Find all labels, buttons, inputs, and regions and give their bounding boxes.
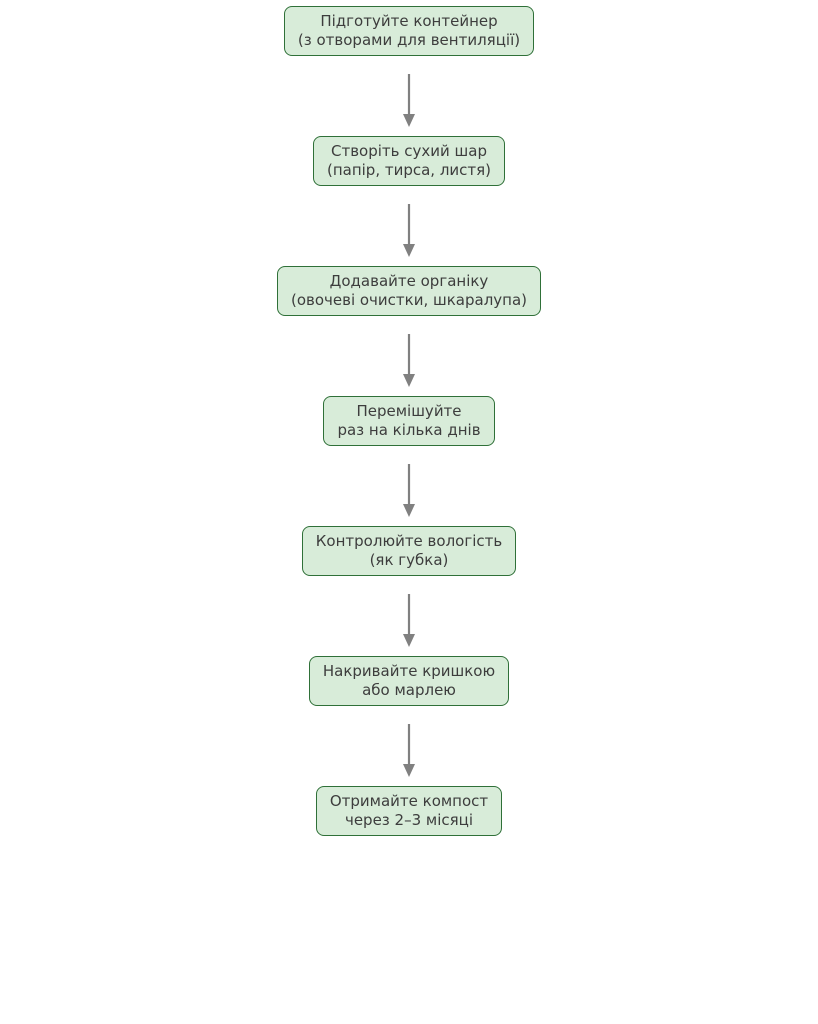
flow-step-cover: Накривайте кришкою або марлею [308,656,510,706]
flow-step-get-compost: Отримайте компост через 2–3 місяці [315,786,503,836]
flow-step-text-line1: Створіть сухий шар [331,142,487,160]
flow-step-text-line2: через 2–3 місяці [344,811,474,829]
flow-step-prepare-container: Підготуйте контейнер (з отворами для вен… [283,6,535,56]
arrow-down-icon [403,464,415,517]
flow-step-text-line1: Отримайте компост [329,792,489,810]
flow-step-text-line1: Додавайте органіку [329,272,489,290]
flow-step-text-line2: (як губка) [369,551,449,569]
flow-step-text-line1: Підготуйте контейнер [320,12,498,30]
flow-step-text-line2: або марлею [362,681,456,699]
flow-step-mix: Перемішуйте раз на кілька днів [323,396,495,446]
arrow-down-icon [403,724,415,777]
flow-step-text-line2: (овочеві очистки, шкаралупа) [290,291,528,309]
flow-step-control-moisture: Контролюйте вологість (як губка) [301,526,517,576]
flow-step-text-line2: (з отворами для вентиляції) [297,31,521,49]
arrow-down-icon [403,204,415,257]
flow-step-add-organics: Додавайте органіку (овочеві очистки, шка… [276,266,542,316]
flow-step-text-line1: Контролюйте вологість [315,532,503,550]
arrow-down-icon [403,74,415,127]
flow-step-text-line2: раз на кілька днів [337,421,481,439]
arrow-down-icon [403,594,415,647]
flow-step-dry-layer: Створіть сухий шар (папір, тирса, листя) [312,136,506,186]
flow-step-text-line1: Перемішуйте [356,402,462,420]
flow-step-text-line2: (папір, тирса, листя) [326,161,492,179]
flow-step-text-line1: Накривайте кришкою [322,662,496,680]
arrow-down-icon [403,334,415,387]
